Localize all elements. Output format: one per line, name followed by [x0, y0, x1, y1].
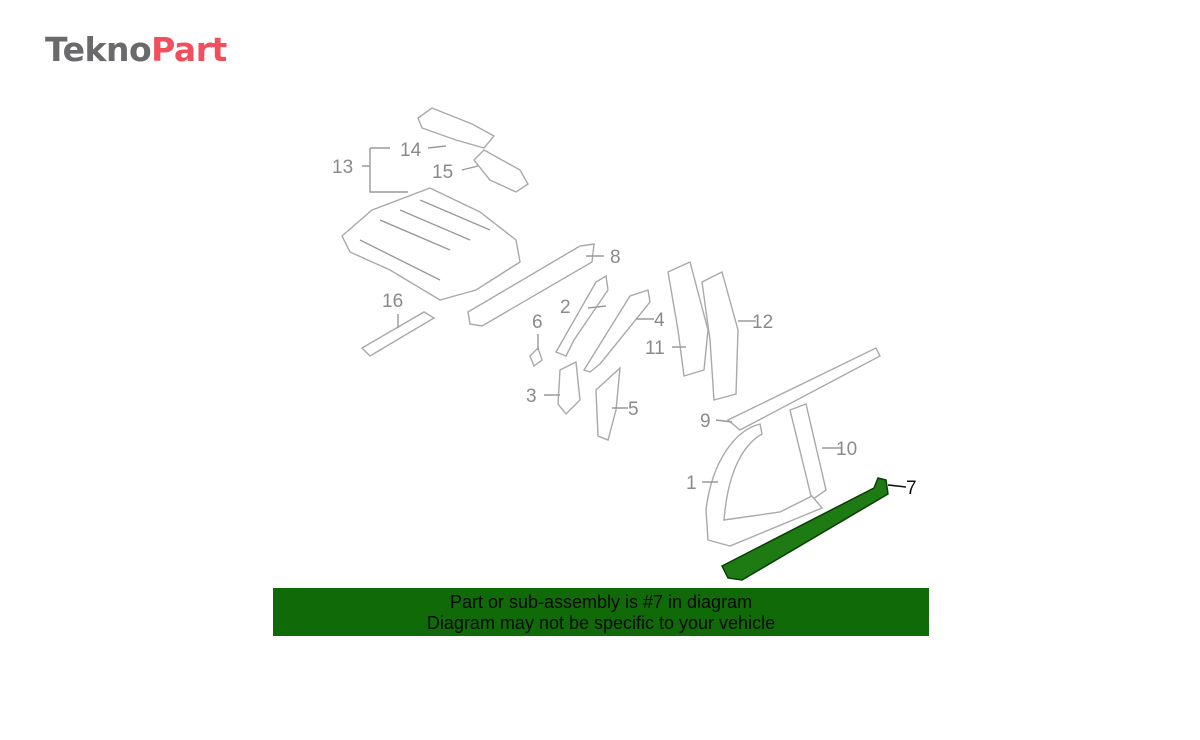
- callout-13: 13: [332, 157, 353, 178]
- part-16: [360, 311, 436, 357]
- callout-8: 8: [610, 247, 621, 268]
- banner-line-2: Diagram may not be specific to your vehi…: [426, 613, 776, 633]
- callout-11: 11: [645, 338, 665, 359]
- callout-16: 16: [382, 291, 403, 312]
- callout-12: 12: [752, 312, 773, 333]
- callout-2: 2: [560, 297, 571, 318]
- part-3: [557, 360, 581, 416]
- logo-text-tekno: Tekno: [45, 30, 152, 69]
- part-13: [341, 187, 521, 301]
- banner-line-1: Part or sub-assembly is #7 in diagram: [449, 592, 753, 612]
- callout-1: 1: [686, 473, 697, 494]
- logo-text-part: Part: [151, 30, 227, 69]
- callout-9: 9: [700, 411, 711, 432]
- callout-3: 3: [526, 386, 537, 407]
- callout-5: 5: [628, 399, 639, 420]
- part-10: [789, 403, 827, 502]
- callout-6: 6: [532, 312, 543, 333]
- part-15: [473, 149, 529, 193]
- part-14: [417, 107, 496, 149]
- part-7-rocker-panel[interactable]: [720, 477, 889, 581]
- part-11: [667, 261, 709, 377]
- callout-15: 15: [432, 162, 453, 183]
- part-6: [529, 346, 543, 368]
- part-5: [595, 366, 621, 441]
- part-9: [726, 347, 881, 431]
- teknopart-logo[interactable]: TeknoPart: [45, 30, 227, 69]
- part-2: [554, 274, 609, 357]
- callout-7: 7: [906, 478, 917, 499]
- part-1: [705, 423, 824, 547]
- part-12: [701, 270, 739, 401]
- callout-4: 4: [654, 310, 665, 331]
- callout-10: 10: [836, 439, 857, 460]
- part-8: [467, 243, 595, 327]
- callout-14: 14: [400, 140, 422, 161]
- info-banner: Part or sub-assembly is #7 in diagram Di…: [273, 588, 929, 636]
- part-4: [582, 289, 651, 373]
